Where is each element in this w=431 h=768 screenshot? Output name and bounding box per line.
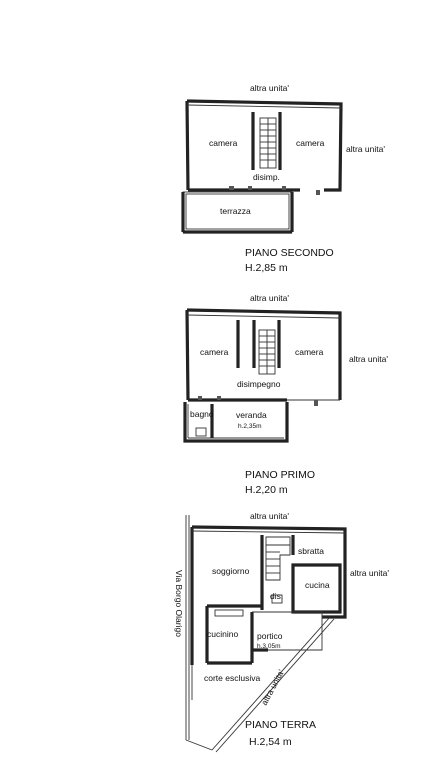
ground-storage-label: sbratta xyxy=(298,546,324,556)
first-bathroom-fixture xyxy=(195,427,207,437)
ground-kitchenette-label: cucinino xyxy=(207,629,238,639)
first-room-left-label: camera xyxy=(200,347,229,357)
first-veranda-label: veranda xyxy=(236,410,267,420)
second-wall-mark-2 xyxy=(248,186,252,190)
ground-floor-height: H.2,54 m xyxy=(249,736,292,748)
ground-floor-plan: altra unita' xyxy=(174,511,389,753)
second-terrace-inner xyxy=(185,193,290,230)
ground-floor-title: PIANO TERRA xyxy=(245,719,316,731)
first-hallway-label: disimpegno xyxy=(237,379,281,389)
ground-porch-height-label: h.3,05m xyxy=(257,643,281,650)
second-terrace-label: terrazza xyxy=(220,206,251,216)
second-inner-top-wall xyxy=(186,104,342,109)
first-floor-title: PIANO PRIMO xyxy=(245,469,315,481)
ground-living-label: soggiorno xyxy=(212,566,250,576)
first-veranda-height-label: h.2,35m xyxy=(238,423,262,430)
first-stair xyxy=(258,329,276,375)
ground-inner-top-wall xyxy=(191,530,346,534)
second-landing-label: disimp. xyxy=(253,172,280,182)
ground-landing-fixture xyxy=(271,594,283,604)
first-veranda-outer xyxy=(183,402,289,443)
ground-courtyard-diagonal xyxy=(211,616,331,751)
first-neighbor-top-label: altra unita' xyxy=(250,293,289,303)
ground-neighbor-top-label: altra unita' xyxy=(250,511,289,521)
ground-porch-outline xyxy=(252,611,323,651)
ground-porch-label: portico xyxy=(257,631,283,641)
ground-neighbor-diagonal-label: altra unita' xyxy=(259,668,286,707)
second-neighbor-top-label: altra unita' xyxy=(250,83,289,93)
ground-kitchen-wall xyxy=(291,563,342,614)
ground-street-label: Via Borgo Olarigo xyxy=(174,570,184,637)
second-outer-wall xyxy=(186,99,343,192)
second-floor-plan: altra unita' camera cam xyxy=(181,83,385,274)
second-room-left-label: camera xyxy=(209,138,238,148)
ground-neighbor-right-label: altra unita' xyxy=(350,568,389,578)
first-wall-mark-1 xyxy=(198,396,202,400)
ground-kitchen-label: cucina xyxy=(305,580,330,590)
first-neighbor-right-label: altra unita' xyxy=(349,354,388,364)
second-neighbor-right-label: altra unita' xyxy=(346,144,385,154)
second-wall-mark-1 xyxy=(229,186,234,190)
first-floor-height: H.2,20 m xyxy=(245,484,288,496)
second-room-right-label: camera xyxy=(296,138,325,148)
second-floor-title: PIANO SECONDO xyxy=(245,247,334,259)
first-wall-mark-3 xyxy=(314,400,318,406)
second-wall-mark-3 xyxy=(282,186,286,190)
first-left-wall xyxy=(185,309,190,401)
first-room-right-label: camera xyxy=(295,347,324,357)
second-wall-mark-4 xyxy=(316,190,320,195)
ground-outer-wall xyxy=(191,525,347,619)
ground-landing-label: dis. xyxy=(270,591,283,601)
first-floor-plan: altra unita' camera camera xyxy=(183,293,388,496)
first-wall-mark-2 xyxy=(217,396,221,400)
ground-courtyard-label: corte esclusiva xyxy=(204,673,260,683)
first-outer-wall xyxy=(186,308,342,402)
ground-stair xyxy=(265,536,291,581)
ground-kitchenette-counter xyxy=(214,609,244,617)
second-left-wall xyxy=(185,100,190,191)
ground-courtyard-diagonal-inner xyxy=(215,618,335,753)
second-floor-height: H.2,85 m xyxy=(245,262,288,274)
ground-courtyard-bottom xyxy=(185,739,213,751)
first-inner-top-wall xyxy=(186,314,341,319)
second-stair xyxy=(259,117,277,169)
first-bathroom-label: bagno xyxy=(190,409,214,419)
